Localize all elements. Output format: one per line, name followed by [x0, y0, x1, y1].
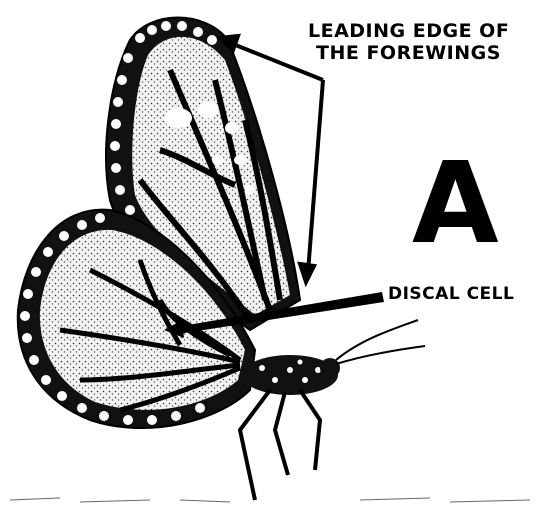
leading-edge-label-line1: LEADING EDGE OF [308, 20, 509, 42]
ground-lines [10, 498, 530, 502]
panel-letter: A [412, 148, 499, 260]
butterfly-body [240, 320, 425, 500]
discal-cell-label: DISCAL CELL [388, 284, 514, 304]
leading-edge-label-line2: THE FOREWINGS [316, 42, 509, 64]
leading-edge-label: LEADING EDGE OF THE FOREWINGS [308, 20, 509, 64]
